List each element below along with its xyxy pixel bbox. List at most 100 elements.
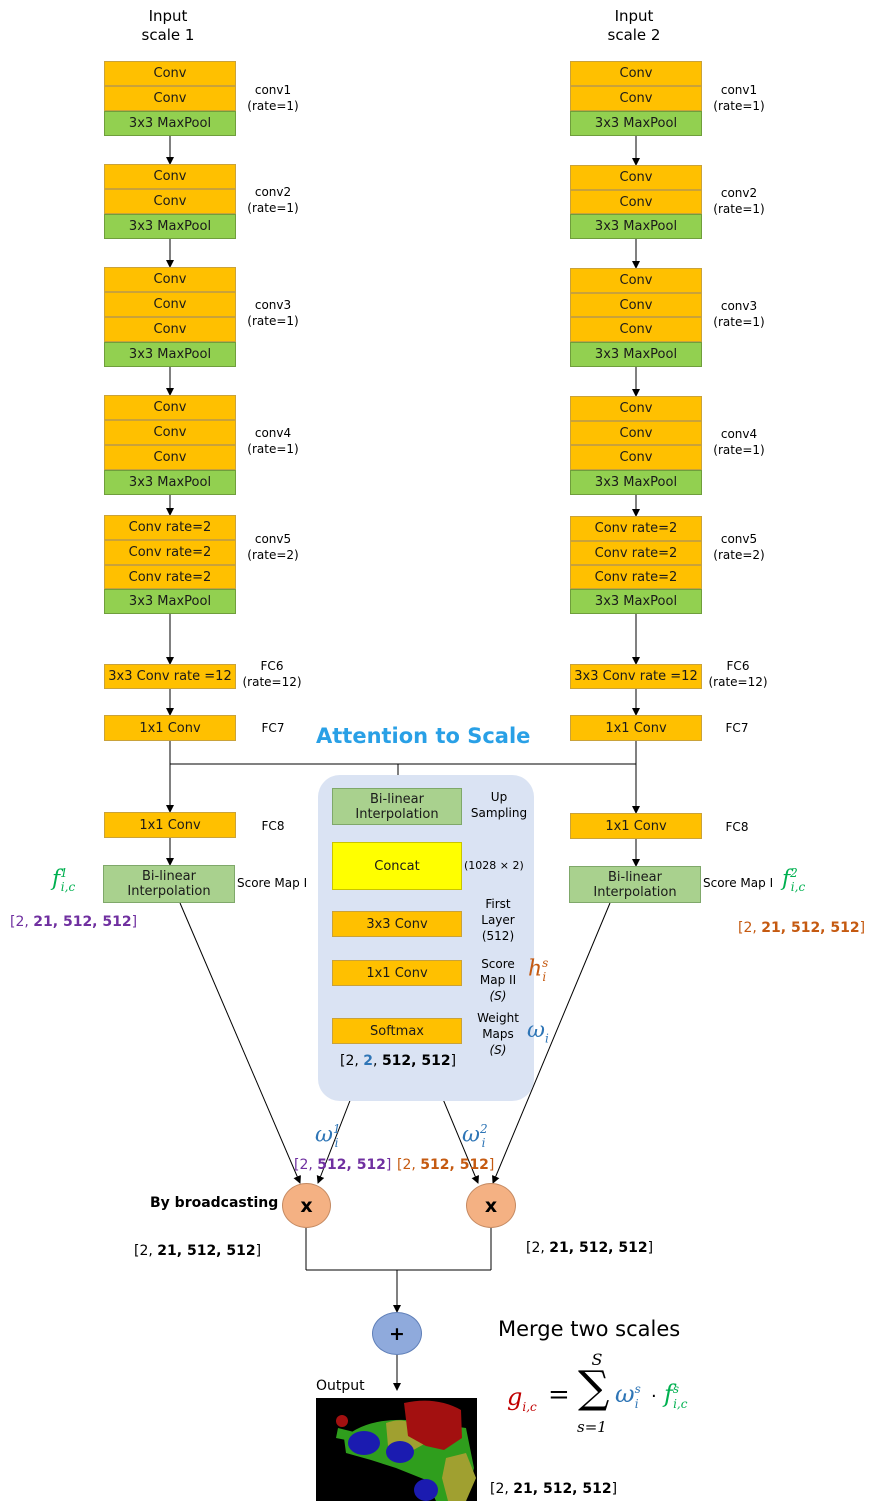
left-conv2-label: conv2(rate=1) — [247, 185, 299, 215]
left-conv2-maxpool: 3x3 MaxPool — [104, 214, 236, 239]
multiply-node-left: x — [282, 1183, 331, 1228]
left-score-map-label: Score Map I — [237, 876, 308, 890]
right-conv3-block-2: Conv — [570, 293, 702, 317]
right-conv3-block-3: Conv — [570, 317, 702, 342]
left-conv4-maxpool: 3x3 MaxPool — [104, 470, 236, 495]
right-conv1-block-1: Conv — [570, 61, 702, 86]
left-f-symbol: f1i,c — [52, 866, 76, 894]
right-fc8-block: 1x1 Conv — [570, 813, 702, 839]
left-conv5-block-1: Conv rate=2 — [104, 515, 236, 540]
right-conv4-block-3: Conv — [570, 445, 702, 470]
score-map-conv-block: 1x1 Conv — [332, 960, 462, 986]
left-conv3-block-2: Conv — [104, 292, 236, 317]
left-conv1-block-1: Conv — [104, 61, 236, 86]
add-node: + — [372, 1312, 422, 1355]
left-conv3-maxpool: 3x3 MaxPool — [104, 342, 236, 367]
right-conv1-maxpool: 3x3 MaxPool — [570, 111, 702, 136]
seg-blue-region-3 — [414, 1479, 438, 1501]
seg-red-region — [404, 1400, 462, 1450]
left-conv3-block-1: Conv — [104, 267, 236, 292]
softmax-dims: [2, 2, 512, 512] — [340, 1053, 457, 1069]
right-conv2-block-2: Conv — [570, 190, 702, 214]
left-score-dims: [2, 21, 512, 512] — [10, 914, 138, 930]
left-conv5-block-3: Conv rate=2 — [104, 565, 236, 589]
attention-title: Attention to Scale — [316, 724, 531, 748]
right-f-symbol: f2i,c — [782, 866, 806, 894]
seg-olive-region-right — [442, 1453, 476, 1501]
seg-green-leaf — [336, 1428, 354, 1440]
right-conv4-block-1: Conv — [570, 396, 702, 421]
left-fc8-label: FC8 — [261, 819, 285, 833]
omega-1-symbol: ω1i — [315, 1122, 341, 1150]
right-conv4-label: conv4(rate=1) — [713, 427, 765, 457]
right-fc6-block: 3x3 Conv rate =12 — [570, 664, 702, 689]
right-conv5-label: conv5(rate=2) — [713, 532, 765, 562]
omega-1-dims: [2, 512, 512] — [294, 1157, 392, 1173]
eq-equals: = — [548, 1380, 570, 1410]
eq-f: fsi,c — [664, 1380, 688, 1411]
concat-size-label: (1028 × 2) — [464, 859, 524, 872]
left-conv4-block-2: Conv — [104, 420, 236, 445]
left-conv2-block-1: Conv — [104, 164, 236, 189]
merge-title: Merge two scales — [498, 1317, 681, 1341]
right-product-dims: [2, 21, 512, 512] — [526, 1240, 654, 1256]
broadcasting-label: By broadcasting — [150, 1195, 279, 1211]
left-product-dims: [2, 21, 512, 512] — [134, 1243, 262, 1259]
left-conv5-maxpool: 3x3 MaxPool — [104, 589, 236, 614]
right-conv4-maxpool: 3x3 MaxPool — [570, 470, 702, 495]
right-conv2-block-1: Conv — [570, 165, 702, 190]
right-conv3-block-1: Conv — [570, 268, 702, 293]
left-input-title: Input scale 1 — [141, 7, 195, 44]
eq-dot: · — [651, 1386, 657, 1407]
left-conv5-block-2: Conv rate=2 — [104, 540, 236, 565]
right-fc8-label: FC8 — [725, 820, 749, 834]
output-dims: [2, 21, 512, 512] — [490, 1481, 618, 1497]
seg-blue-region-2 — [386, 1441, 414, 1463]
seg-red-dot — [336, 1415, 348, 1427]
eq-sum-lower: s=1 — [577, 1418, 607, 1436]
right-score-dims: [2, 21, 512, 512] — [738, 920, 866, 936]
left-bilinear-interpolation: Bi-linear Interpolation — [103, 865, 235, 903]
left-conv1-maxpool: 3x3 MaxPool — [104, 111, 236, 136]
h-symbol: hsi — [528, 956, 549, 984]
left-conv4-block-3: Conv — [104, 445, 236, 470]
left-conv1-block-2: Conv — [104, 86, 236, 111]
softmax-block: Softmax — [332, 1018, 462, 1044]
left-fc6-block: 3x3 Conv rate =12 — [104, 664, 236, 689]
omega-symbol: ωi — [527, 1018, 549, 1046]
right-conv5-block-2: Conv rate=2 — [570, 541, 702, 565]
right-input-title: Input scale 2 — [607, 7, 661, 44]
left-fc7-block: 1x1 Conv — [104, 715, 236, 741]
right-conv1-label: conv1(rate=1) — [713, 83, 765, 113]
eq-g-symbol: gi,c — [507, 1383, 537, 1414]
multiply-node-right: x — [466, 1183, 516, 1228]
right-conv2-label: conv2(rate=1) — [713, 186, 765, 216]
left-conv4-label: conv4(rate=1) — [247, 426, 299, 456]
right-fc6-label: FC6(rate=12) — [708, 659, 768, 689]
left-conv4-block-1: Conv — [104, 395, 236, 420]
eq-sum-upper: S — [591, 1350, 603, 1369]
omega-2-symbol: ω2i — [462, 1122, 488, 1150]
left-fc8-block: 1x1 Conv — [104, 812, 236, 838]
seg-blue-region-1 — [348, 1431, 380, 1455]
segmentation-shapes — [336, 1400, 476, 1501]
left-fc6-label: FC6(rate=12) — [242, 659, 302, 689]
attention-bilinear-interpolation: Bi-linear Interpolation — [332, 788, 462, 825]
left-conv2-block-2: Conv — [104, 189, 236, 214]
left-conv3-block-3: Conv — [104, 317, 236, 342]
right-score-map-label: Score Map I — [703, 876, 774, 890]
right-bilinear-interpolation: Bi-linear Interpolation — [569, 866, 701, 903]
right-conv5-block-1: Conv rate=2 — [570, 516, 702, 541]
eq-sum-symbol: ∑ — [578, 1362, 610, 1413]
concat-block: Concat — [332, 842, 462, 890]
attention-module — [318, 775, 534, 1101]
eq-omega: ωsi — [615, 1380, 641, 1411]
right-conv5-maxpool: 3x3 MaxPool — [570, 589, 702, 614]
right-conv3-label: conv3(rate=1) — [713, 299, 765, 329]
right-conv3-maxpool: 3x3 MaxPool — [570, 342, 702, 367]
